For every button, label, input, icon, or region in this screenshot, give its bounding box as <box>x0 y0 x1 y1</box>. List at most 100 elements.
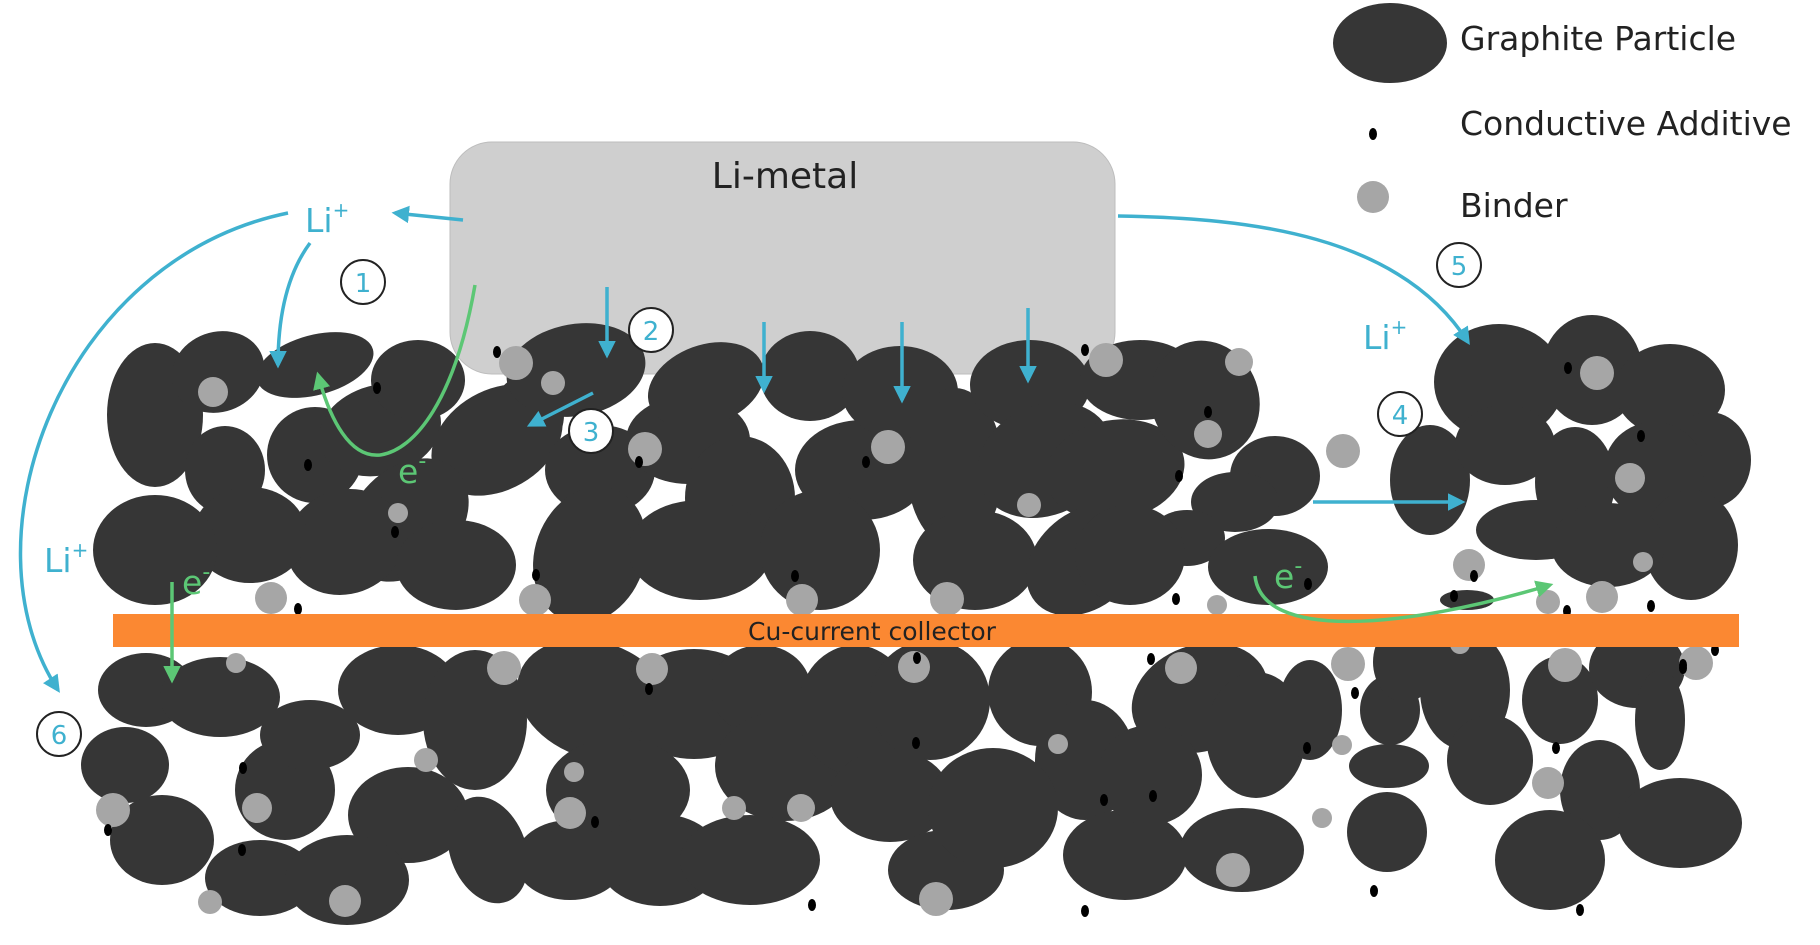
graphite-particle <box>680 815 820 905</box>
binder-particle <box>787 794 815 822</box>
binder-particle <box>1331 647 1365 681</box>
svg-text:2: 2 <box>643 317 660 347</box>
graphite-particle <box>1349 744 1429 788</box>
conductive-additive <box>1175 470 1183 482</box>
ion-arrow-from-metal-left <box>391 205 464 224</box>
binder-particle <box>414 748 438 772</box>
conductive-additive <box>391 526 399 538</box>
binder-particle <box>198 377 228 407</box>
binder-particle <box>1633 552 1653 572</box>
binder-particle <box>636 653 668 685</box>
graphite-particle <box>285 835 409 925</box>
binder-particle <box>1017 493 1041 517</box>
graphite-particle <box>1551 503 1665 587</box>
collector-label: Cu-current collector <box>748 617 997 646</box>
graphite-particle <box>1208 529 1328 605</box>
graphite-particle <box>760 490 880 610</box>
conductive-additive <box>1576 904 1584 916</box>
step-2-marker: 2 <box>628 307 674 353</box>
binder-particle <box>519 584 551 616</box>
graphite-particle <box>160 657 280 737</box>
conductive-additive <box>862 456 870 468</box>
binder-particle <box>786 584 818 616</box>
graphite-particle <box>907 388 1003 548</box>
conductive-additive <box>1147 653 1155 665</box>
graphite-particle <box>628 500 772 600</box>
binder-particle <box>1225 348 1253 376</box>
step-6-marker: 6 <box>36 711 82 757</box>
conductive-additive <box>304 459 312 471</box>
conductive-additive <box>1637 430 1645 442</box>
binder-particle <box>1615 463 1645 493</box>
binder-particle <box>329 885 361 917</box>
conductive-additive <box>808 899 816 911</box>
graphite-particle <box>256 332 374 398</box>
conductive-additive <box>1351 687 1359 699</box>
conductive-additive <box>1470 570 1478 582</box>
graphite-particle <box>1455 405 1555 485</box>
graphite-particle <box>515 820 625 900</box>
graphite-particle <box>371 340 465 420</box>
binder-particle <box>487 651 521 685</box>
graphite-particle <box>1644 490 1738 600</box>
step-1-marker: 1 <box>340 259 386 305</box>
graphite-particle <box>1522 656 1598 744</box>
graphite-particle <box>928 748 1058 868</box>
graphite-particle <box>647 342 765 428</box>
binder-particle <box>1453 549 1485 581</box>
ion-label-right: Li+ <box>1363 315 1407 357</box>
legend-binder-swatch <box>1357 181 1389 213</box>
electron-arrow-right <box>1253 575 1554 624</box>
binder-particle <box>930 582 964 616</box>
graphite-particle <box>1615 344 1725 436</box>
binder-particle <box>1532 767 1564 799</box>
svg-text:Li+: Li+ <box>1363 315 1407 357</box>
ion-arrow-step5 <box>1117 214 1470 345</box>
binder-particle <box>628 432 662 466</box>
svg-text:e-: e- <box>182 560 210 602</box>
graphite-particle <box>1278 660 1342 760</box>
ion-arrow-step1 <box>269 241 312 369</box>
graphite-particle <box>1635 670 1685 770</box>
binder-particle <box>499 346 533 380</box>
binder-particle <box>1536 590 1560 614</box>
conductive-additive <box>645 683 653 695</box>
binder-particle <box>1312 808 1332 828</box>
graphite-particle <box>171 331 265 413</box>
binder-particle <box>1194 420 1222 448</box>
binder-particle <box>1580 356 1614 390</box>
conductive-additive <box>1564 362 1572 374</box>
graphite-particle <box>205 840 315 916</box>
conductive-additive <box>1081 905 1089 917</box>
step-5-marker: 5 <box>1436 242 1482 288</box>
graphite-particle <box>1180 808 1304 892</box>
legend-additive-label: Conductive Additive <box>1460 104 1792 143</box>
legend-additive-swatch <box>1369 128 1377 140</box>
binder-particle <box>1216 853 1250 887</box>
binder-particles <box>96 343 1713 917</box>
binder-particle <box>919 882 953 916</box>
graphite-particle <box>110 795 214 885</box>
svg-text:e-: e- <box>1274 554 1302 596</box>
graphite-particle <box>533 486 647 624</box>
conductive-additive <box>1304 578 1312 590</box>
conductive-additive <box>1450 590 1458 602</box>
conductive-additive <box>1679 662 1687 674</box>
binder-particle <box>1089 343 1123 377</box>
graphite-particle <box>1434 324 1564 440</box>
conductive-additive <box>373 382 381 394</box>
binder-particle <box>898 651 930 683</box>
conductive-additive <box>791 570 799 582</box>
binder-particle <box>564 762 584 782</box>
electron-arrow-left <box>313 284 477 457</box>
conductive-additive <box>238 844 246 856</box>
conductive-additive <box>635 456 643 468</box>
binder-particle <box>1548 648 1582 682</box>
graphite-particle <box>1191 472 1279 532</box>
binder-particle <box>96 793 130 827</box>
binder-particle <box>1332 735 1352 755</box>
conductive-additive <box>239 762 247 774</box>
graphite-particle <box>260 700 360 770</box>
li-metal-label: Li-metal <box>712 156 858 197</box>
